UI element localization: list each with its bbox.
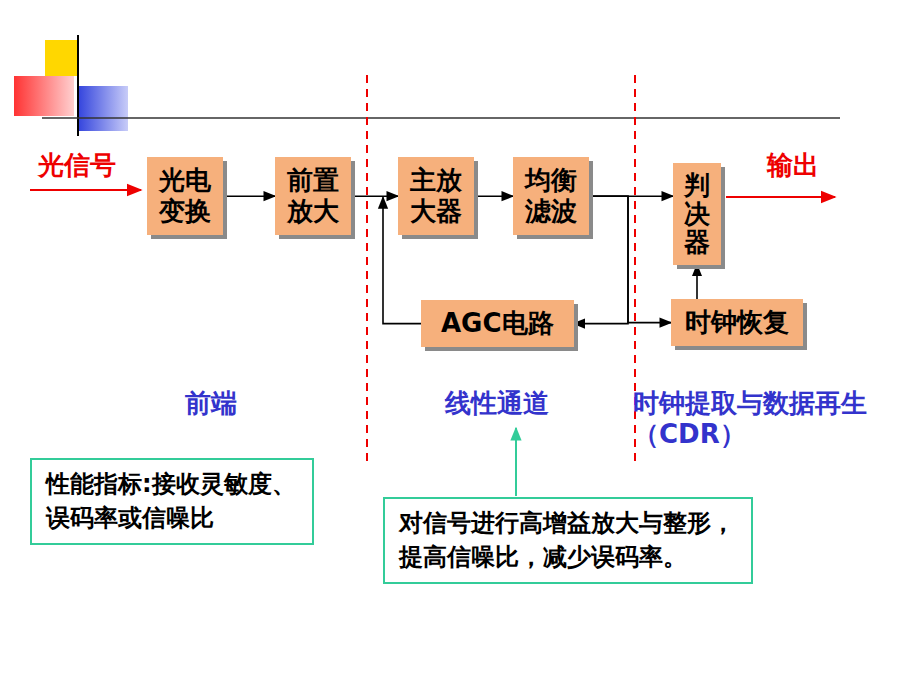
process-box: 主放 大器 xyxy=(398,157,474,235)
signal-arrow xyxy=(696,265,698,299)
divider-dashed xyxy=(366,75,368,465)
section-label: 输出 xyxy=(767,150,819,181)
signal-arrow xyxy=(474,195,513,197)
deco-square xyxy=(45,40,77,76)
box-text: AGC电路 xyxy=(441,308,554,339)
output-arrow xyxy=(726,196,835,198)
box-text: 光电 变换 xyxy=(158,165,212,227)
deco-line xyxy=(77,35,79,136)
box-text: 性能指标:接收灵敏度、 误码率或信噪比 xyxy=(46,468,298,535)
signal-arrow xyxy=(589,196,671,322)
signal-arrow xyxy=(351,195,398,197)
section-label: 前端 xyxy=(185,388,237,419)
process-box: AGC电路 xyxy=(421,300,574,347)
deco-square xyxy=(14,76,74,116)
process-box: 判决器 xyxy=(673,163,721,265)
process-box: 时钟恢复 xyxy=(671,299,803,346)
callout-pointer xyxy=(515,428,517,496)
box-text: 判决器 xyxy=(684,171,710,257)
box-text: 对信号进行高增益放大与整形， 提高信噪比，减少误码率。 xyxy=(399,507,737,574)
box-text: 时钟恢复 xyxy=(685,307,789,338)
section-label: 光信号 xyxy=(38,150,116,181)
process-box: 均衡 滤波 xyxy=(513,157,589,235)
header-rule xyxy=(42,117,840,119)
callout-box: 性能指标:接收灵敏度、 误码率或信噪比 xyxy=(30,458,314,545)
process-box: 光电 变换 xyxy=(147,157,223,235)
section-label: 时钟提取与数据再生 （CDR） xyxy=(633,388,869,450)
box-text: 均衡 滤波 xyxy=(524,165,578,227)
process-box: 前置 放大 xyxy=(275,157,351,235)
box-text: 主放 大器 xyxy=(409,165,463,227)
deco-square xyxy=(78,86,128,131)
callout-box: 对信号进行高增益放大与整形， 提高信噪比，减少误码率。 xyxy=(383,497,753,584)
input-arrow xyxy=(30,189,141,191)
signal-arrow xyxy=(223,195,275,197)
section-label: 线性通道 xyxy=(445,388,549,419)
box-text: 前置 放大 xyxy=(286,165,340,227)
